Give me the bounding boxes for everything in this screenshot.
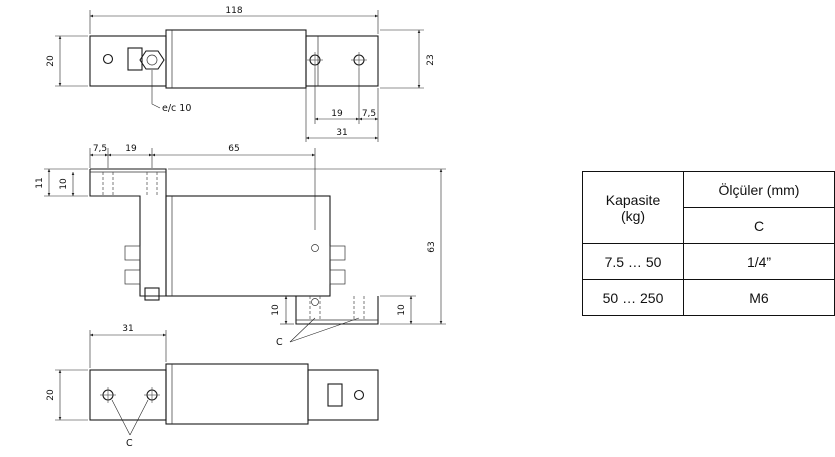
dim-side-thickness-inner: 10 xyxy=(59,178,69,190)
dim-side-length: 65 xyxy=(228,144,239,154)
capacity-header-cell: Kapasite (kg) xyxy=(582,171,684,244)
side-right-arm xyxy=(295,296,379,325)
dim-top-height-left: 20 xyxy=(46,55,56,67)
dim-side-bottom-right: 10 xyxy=(397,304,407,316)
dim-side-edge: 7,5 xyxy=(93,144,107,154)
capacity-table: Kapasite (kg) Ölçüler (mm) C 7.5 … 50 1/… xyxy=(582,171,835,316)
wrench-leader xyxy=(151,70,161,109)
side-view: 7,5 19 65 11 10 xyxy=(35,144,446,348)
dim-bottom-height: 20 xyxy=(46,389,56,401)
top-right-block xyxy=(305,35,379,87)
bottom-body xyxy=(165,363,309,425)
side-left-arm xyxy=(89,168,167,297)
nut-circle xyxy=(146,54,158,66)
side-small-block xyxy=(124,269,141,285)
thread-label-bottom: C xyxy=(126,438,133,449)
side-hole xyxy=(311,244,319,252)
capacity-cell: 50 … 250 xyxy=(582,279,684,316)
top-left-hole xyxy=(102,53,114,65)
top-body xyxy=(165,29,307,89)
dim-side-bottom-left: 10 xyxy=(271,304,281,316)
c-value-cell: M6 xyxy=(683,279,835,316)
bottom-slot xyxy=(327,383,343,407)
hex-nut-icon xyxy=(139,50,165,70)
top-view: 118 20 23 e/c 10 19 7,5 31 xyxy=(46,6,436,142)
dim-top-length: 118 xyxy=(225,6,242,16)
thread-leader xyxy=(129,399,149,436)
c-value-cell: 1/4” xyxy=(683,243,835,280)
dim-top-hole-edge: 7,5 xyxy=(362,109,376,119)
dim-side-thickness-outer: 11 xyxy=(35,177,45,188)
top-slot xyxy=(127,47,143,71)
capacity-unit: (kg) xyxy=(620,207,646,224)
table-row: 7.5 … 50 1/4” xyxy=(582,243,835,280)
thread-leader xyxy=(289,317,360,343)
dim-top-pad-length: 31 xyxy=(336,128,347,138)
side-hole xyxy=(311,298,319,306)
dim-side-total-height: 63 xyxy=(427,241,437,252)
side-body xyxy=(165,195,331,297)
bottom-view: 31 20 C xyxy=(46,324,379,449)
dim-side-spacing: 19 xyxy=(125,144,137,154)
bottom-right-hole xyxy=(353,389,365,401)
dimensions-header: Ölçüler (mm) xyxy=(683,171,835,208)
bottom-right-block xyxy=(307,369,379,421)
side-small-block xyxy=(124,245,141,261)
table-header-row: Kapasite (kg) Ölçüler (mm) xyxy=(582,171,835,244)
capacity-cell: 7.5 … 50 xyxy=(582,243,684,280)
side-small-block xyxy=(329,269,346,285)
capacity-header: Kapasite xyxy=(605,191,661,208)
dim-bottom-pad-length: 31 xyxy=(122,324,133,334)
side-small-block xyxy=(329,245,346,261)
c-header: C xyxy=(683,207,835,244)
thread-leader xyxy=(111,399,131,436)
dim-top-height-right: 23 xyxy=(426,54,436,65)
table-row: 50 … 250 M6 xyxy=(582,279,835,316)
thread-label-side: C xyxy=(276,337,283,348)
side-nut xyxy=(144,287,160,301)
dim-top-hole-spacing: 19 xyxy=(331,109,343,119)
wrench-size-label: e/c 10 xyxy=(162,103,191,114)
thread-leader xyxy=(289,317,316,343)
